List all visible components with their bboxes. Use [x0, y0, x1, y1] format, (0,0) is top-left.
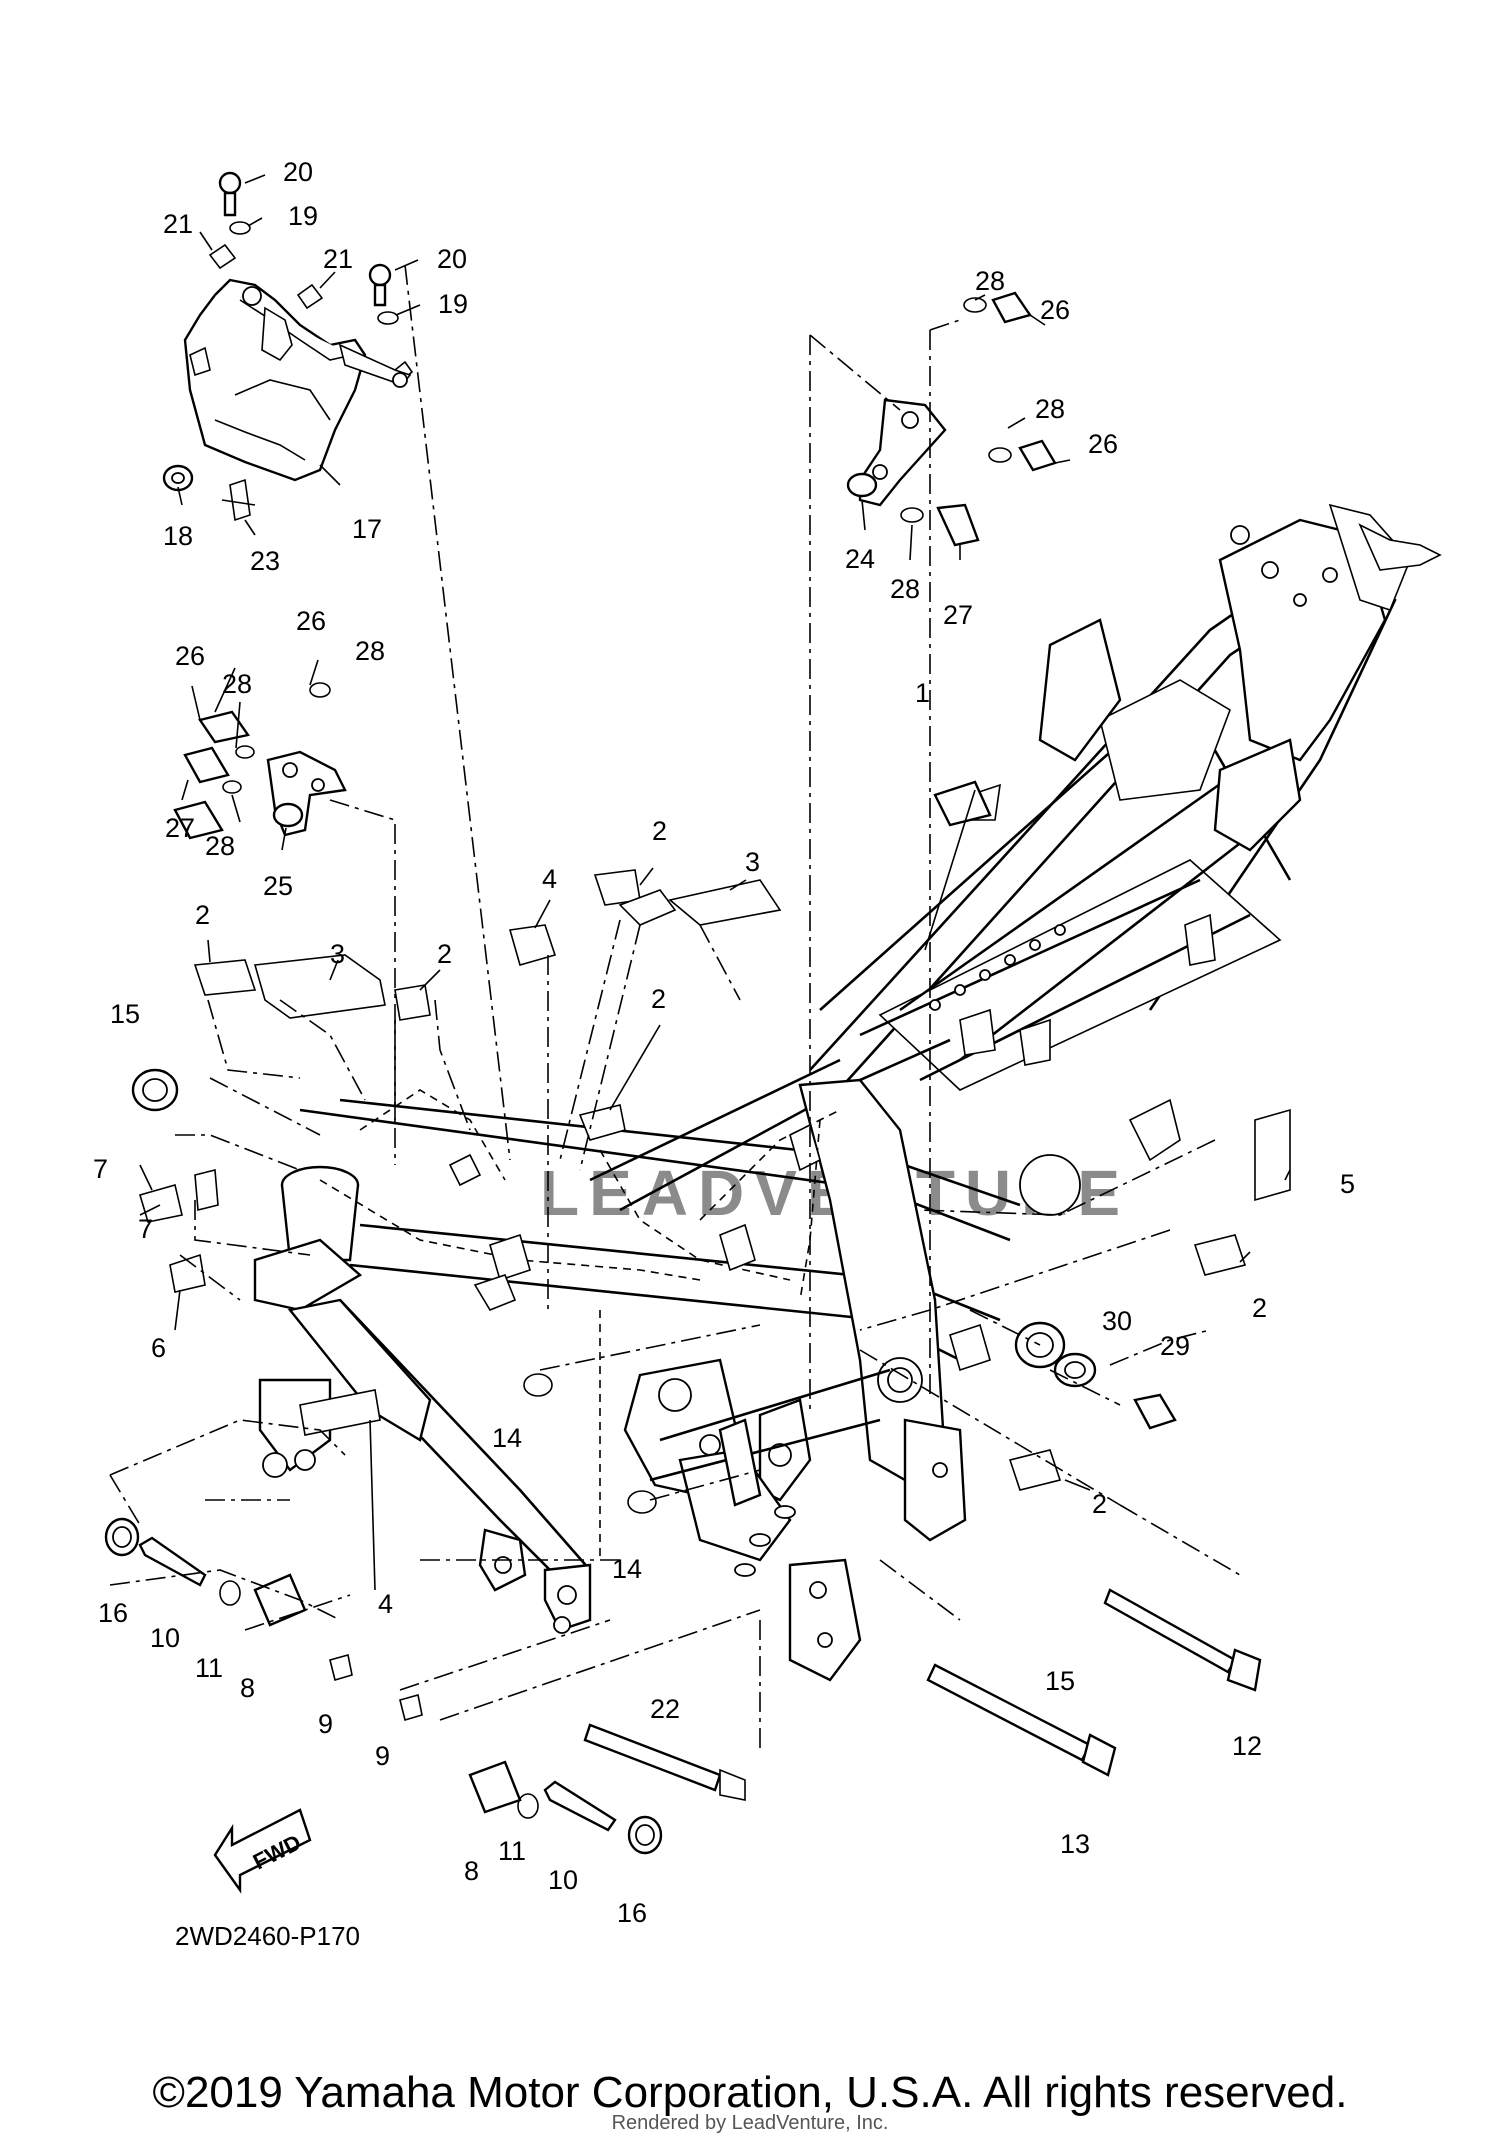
- callout-14: 14: [492, 1423, 522, 1453]
- callout-1: 1: [915, 678, 930, 708]
- callout-3: 3: [330, 939, 345, 969]
- callout-labels: 1 2 2 2 2 2 2 3 3 4 4 5 6 7 7 8 8 9 9 10…: [93, 157, 1355, 1951]
- callout-28: 28: [205, 831, 235, 861]
- callout-24: 24: [845, 544, 875, 574]
- callout-7: 7: [93, 1154, 108, 1184]
- callout-3: 3: [745, 847, 760, 877]
- callout-4: 4: [378, 1589, 393, 1619]
- callout-11: 11: [195, 1653, 223, 1683]
- callout-2: 2: [1252, 1293, 1267, 1323]
- footrest-bracket-right: [846, 291, 1057, 547]
- callout-2: 2: [651, 984, 666, 1014]
- callout-19: 19: [438, 289, 468, 319]
- callout-10: 10: [150, 1623, 180, 1653]
- callout-6: 6: [151, 1333, 166, 1363]
- callout-27: 27: [943, 600, 973, 630]
- fwd-arrow: FWD: [213, 1808, 312, 1894]
- callout-2: 2: [437, 939, 452, 969]
- callout-25: 25: [263, 871, 293, 901]
- callout-2: 2: [195, 900, 210, 930]
- callout-8: 8: [240, 1673, 255, 1703]
- callout-14: 14: [612, 1554, 642, 1584]
- callout-15: 15: [110, 999, 140, 1029]
- callout-28: 28: [975, 266, 1005, 296]
- callout-2: 2: [1092, 1489, 1107, 1519]
- callout-22: 22: [650, 1694, 680, 1724]
- main-frame: [253, 503, 1442, 1682]
- diagram-code: 2WD2460-P170: [175, 1921, 360, 1951]
- callout-12: 12: [1232, 1731, 1262, 1761]
- callout-8: 8: [464, 1856, 479, 1886]
- rendered-by-credit: Rendered by LeadVenture, Inc.: [611, 2112, 889, 2134]
- callout-28: 28: [355, 636, 385, 666]
- battery-box-assembly: [183, 278, 414, 482]
- callout-16: 16: [617, 1898, 647, 1928]
- callout-11: 11: [498, 1836, 526, 1866]
- callout-4: 4: [542, 864, 557, 894]
- callout-23: 23: [250, 546, 280, 576]
- callout-15: 15: [1045, 1666, 1075, 1696]
- callout-29: 29: [1160, 1331, 1190, 1361]
- callout-26: 26: [296, 606, 326, 636]
- callout-30: 30: [1102, 1306, 1132, 1336]
- callout-28: 28: [222, 669, 252, 699]
- callout-21: 21: [323, 244, 353, 274]
- callout-9: 9: [318, 1709, 333, 1739]
- leader-lines: [109, 174, 1291, 1750]
- callout-28: 28: [890, 574, 920, 604]
- mounting-hardware: [104, 780, 1262, 1855]
- callout-20: 20: [437, 244, 467, 274]
- callout-5: 5: [1340, 1169, 1355, 1199]
- callout-28: 28: [1035, 394, 1065, 424]
- callout-27: 27: [165, 813, 195, 843]
- callout-2: 2: [652, 816, 667, 846]
- callout-18: 18: [163, 521, 193, 551]
- callout-13: 13: [1060, 1829, 1090, 1859]
- footrest-bracket-left: [173, 682, 347, 840]
- callout-7: 7: [138, 1214, 153, 1244]
- callout-26: 26: [1088, 429, 1118, 459]
- callout-16: 16: [98, 1598, 128, 1628]
- callout-21: 21: [163, 209, 193, 239]
- callout-26: 26: [1040, 295, 1070, 325]
- callout-26: 26: [175, 641, 205, 671]
- callout-20: 20: [283, 157, 313, 187]
- callout-10: 10: [548, 1865, 578, 1895]
- frame-stickers: [139, 869, 1291, 1491]
- callout-9: 9: [375, 1741, 390, 1771]
- copyright-notice: ©2019 Yamaha Motor Corporation, U.S.A. A…: [152, 2068, 1348, 2117]
- callout-17: 17: [352, 514, 382, 544]
- battery-box-fasteners: [162, 171, 399, 522]
- callout-19: 19: [288, 201, 318, 231]
